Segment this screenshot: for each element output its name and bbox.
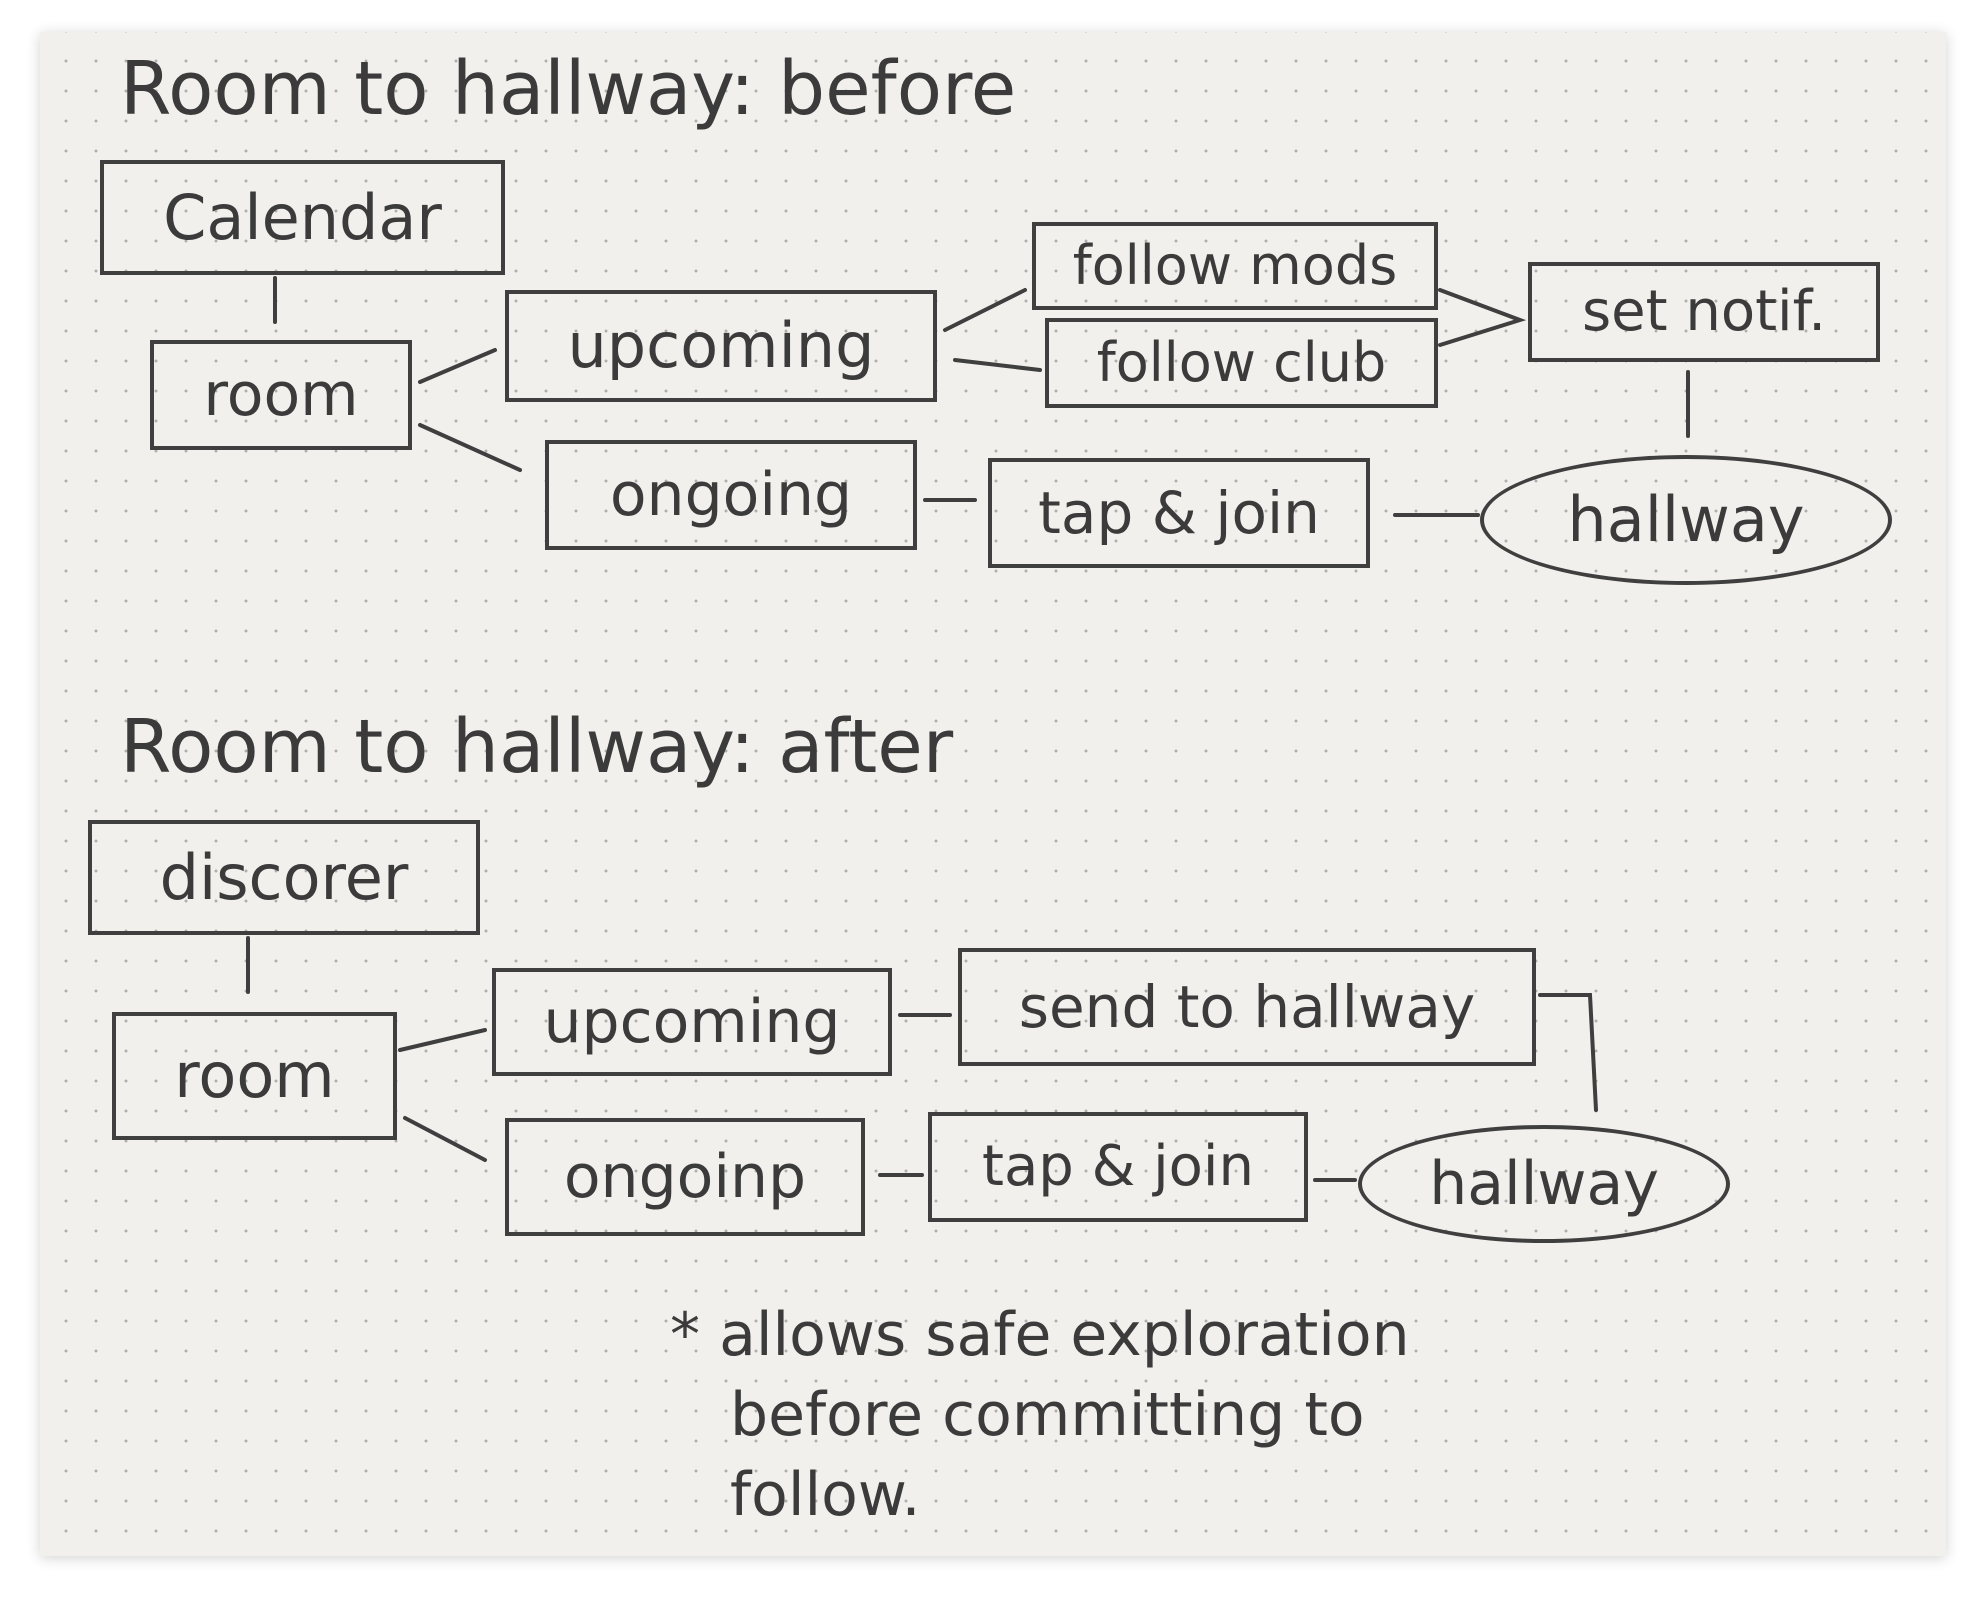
node-tap-join-before: tap & join [988, 458, 1370, 568]
node-room-after: room [112, 1012, 397, 1140]
after-title: Room to hallway: after [120, 704, 954, 790]
node-hallway-after-label: hallway [1429, 1149, 1659, 1219]
node-follow-mods-label: follow mods [1072, 234, 1398, 297]
node-room-before: room [150, 340, 412, 450]
node-calendar: Calendar [100, 160, 505, 275]
node-send-to-hallway-label: send to hallway [1018, 973, 1476, 1041]
node-hallway-label: hallway [1567, 483, 1805, 556]
notebook-page [40, 32, 1946, 1556]
link-send-hallway [1538, 993, 1598, 1112]
node-ongoing-after-label: ongoinp [563, 1142, 807, 1212]
node-tap-join-after-label: tap & join [982, 1134, 1254, 1199]
link-upcoming-followclub [953, 358, 1042, 372]
node-hallway-before: hallway [1480, 455, 1892, 585]
before-title: Room to hallway: before [120, 46, 1017, 132]
link-room-upcoming-after [398, 1028, 487, 1052]
link-room-upcoming [418, 348, 497, 384]
node-ongoing-after: ongoinp [505, 1118, 865, 1236]
node-upcoming-after: upcoming [492, 968, 892, 1076]
node-ongoing-before: ongoing [545, 440, 917, 550]
note-line-1: * allows safe exploration [670, 1300, 1410, 1370]
node-tap-join-label: tap & join [1038, 479, 1320, 547]
link-upcoming-followmods [943, 288, 1027, 332]
node-room-after-label: room [174, 1039, 335, 1112]
link-follow-setnotif [1438, 288, 1527, 347]
node-send-to-hallway: send to hallway [958, 948, 1536, 1066]
note-line-3: follow. [730, 1460, 921, 1530]
node-follow-club: follow club [1045, 318, 1438, 408]
node-calendar-label: Calendar [163, 180, 442, 254]
node-hallway-after: hallway [1358, 1125, 1730, 1243]
node-upcoming-before: upcoming [505, 290, 937, 402]
node-follow-club-label: follow club [1096, 331, 1387, 394]
node-room-label: room [203, 360, 359, 430]
node-upcoming-label: upcoming [567, 309, 875, 382]
node-set-notif-label: set notif. [1581, 279, 1827, 344]
node-discover-label: discorer [159, 840, 409, 914]
node-discover: discorer [88, 820, 480, 935]
link-room-ongoing-after [403, 1116, 487, 1162]
node-tap-join-after: tap & join [928, 1112, 1308, 1222]
node-set-notif: set notif. [1528, 262, 1880, 362]
link-room-ongoing [418, 423, 522, 472]
note-line-2: before committing to [730, 1380, 1365, 1450]
node-follow-mods: follow mods [1032, 222, 1438, 310]
node-ongoing-label: ongoing [609, 460, 853, 530]
node-upcoming-after-label: upcoming [543, 987, 841, 1057]
